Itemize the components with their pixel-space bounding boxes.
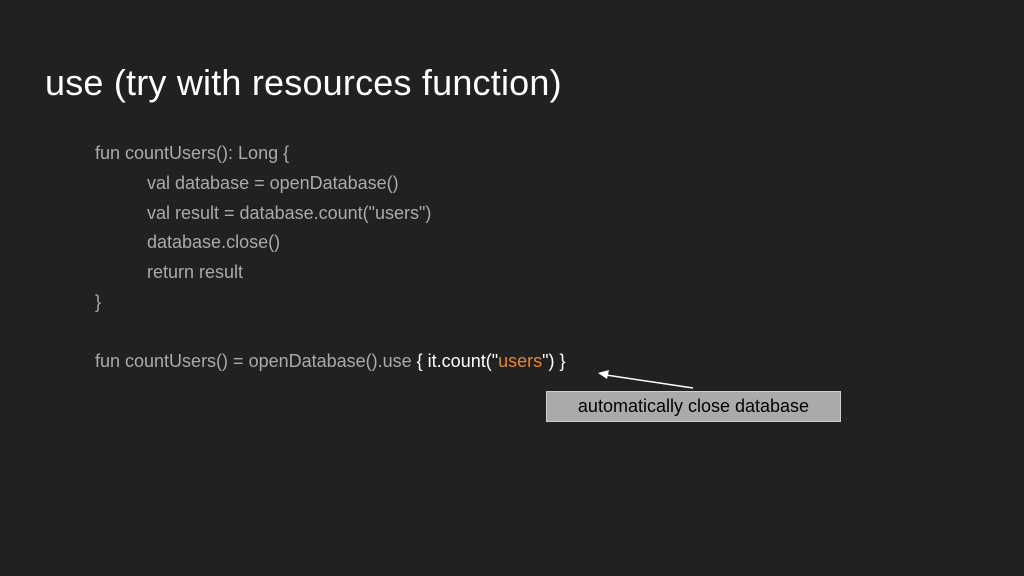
use-line-lambda-close: ") }: [542, 351, 566, 371]
callout-text: automatically close database: [577, 396, 810, 416]
use-line-highlight: users: [498, 351, 543, 371]
code-line: val result = database.count("users"): [147, 203, 432, 223]
use-line-lambda-open: { it.count(": [416, 351, 499, 371]
callout-box: automatically close database: [546, 391, 841, 422]
code-line: return result: [147, 262, 244, 282]
slide-title: use (try with resources function): [45, 62, 562, 103]
code-line: fun countUsers(): Long {: [95, 143, 290, 163]
use-line-prefix: fun countUsers() = openDatabase().use: [95, 351, 417, 371]
code-line: database.close(): [147, 232, 281, 252]
use-code-line: fun countUsers() = openDatabase().use { …: [95, 351, 566, 372]
code-line: val database = openDatabase(): [147, 173, 399, 193]
code-line: }: [95, 292, 102, 312]
